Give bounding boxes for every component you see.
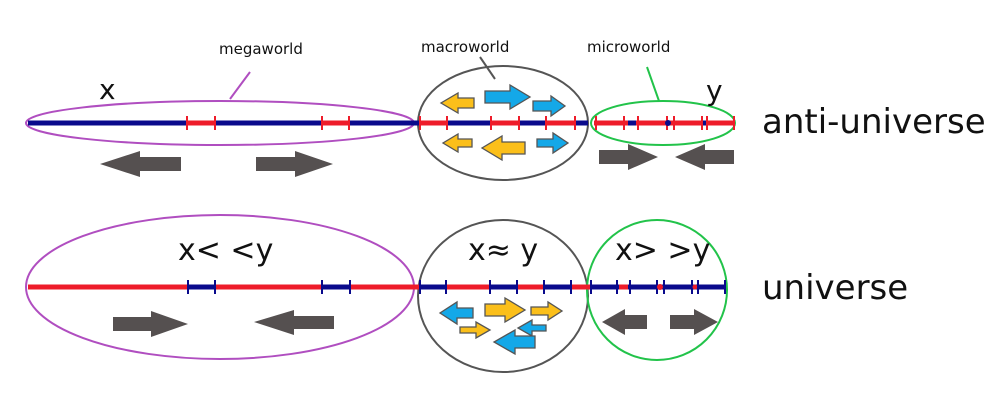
gray-arrow-right-icon <box>670 309 718 335</box>
x-label: x <box>99 73 116 106</box>
gray-arrow-right-icon <box>599 144 658 170</box>
anti-universe-label: anti-universe <box>762 102 986 142</box>
gray-arrow-left-icon <box>254 310 334 335</box>
gray-arrow-left-icon <box>602 309 647 335</box>
anti-universe-row: megaworld macroworld microworld x y anti… <box>25 38 986 181</box>
gray-arrow-right-icon <box>113 311 188 337</box>
megaworld-blue-segments <box>187 280 351 294</box>
yellow-arrow-right-icon <box>530 300 564 322</box>
macroworld-red-segments-top <box>419 116 576 130</box>
microworld-label: microworld <box>587 38 670 56</box>
cyan-arrow-left-icon <box>438 300 474 326</box>
microworld-ticks-bottom <box>590 280 726 294</box>
microworld-pointer-line <box>646 66 660 102</box>
relation-greater-label: x> >y <box>615 233 710 268</box>
macroworld-arrows-top <box>439 83 570 162</box>
universe-row: x< <y x≈ y x> >y universe <box>25 214 908 373</box>
cyan-arrow-right-icon <box>532 94 567 118</box>
gray-arrow-left-icon <box>675 144 734 170</box>
macroworld-label: macroworld <box>421 38 509 56</box>
relation-less-label: x< <y <box>178 233 273 268</box>
universe-label: universe <box>762 268 908 308</box>
gray-arrow-left-icon <box>100 151 181 177</box>
microworld-ellipse-bottom <box>586 219 728 361</box>
macroworld-pointer-line <box>479 56 496 80</box>
gray-arrow-right-icon <box>256 151 333 177</box>
cyan-arrow-right-icon <box>484 83 532 111</box>
yellow-arrow-left-icon <box>480 134 526 162</box>
relation-approx-label: x≈ y <box>468 233 538 268</box>
yellow-arrow-left-icon <box>439 91 475 115</box>
yellow-arrow-right-icon <box>484 296 527 324</box>
macroworld-blue-segments-bottom <box>419 280 572 294</box>
y-label: y <box>706 74 723 107</box>
yellow-arrow-right-icon <box>459 320 492 340</box>
microworld-ticks-top <box>595 116 735 130</box>
yellow-arrow-left-icon <box>441 132 473 154</box>
cyan-arrow-right-icon <box>536 131 570 155</box>
megaworld-label: megaworld <box>219 40 303 58</box>
megaworld-pointer-line <box>229 71 251 100</box>
cyan-arrow-left-icon <box>492 328 536 356</box>
cyan-arrow-left-icon <box>516 318 547 338</box>
megaworld-red-segments <box>186 116 350 130</box>
macroworld-arrows-bottom <box>438 296 564 356</box>
